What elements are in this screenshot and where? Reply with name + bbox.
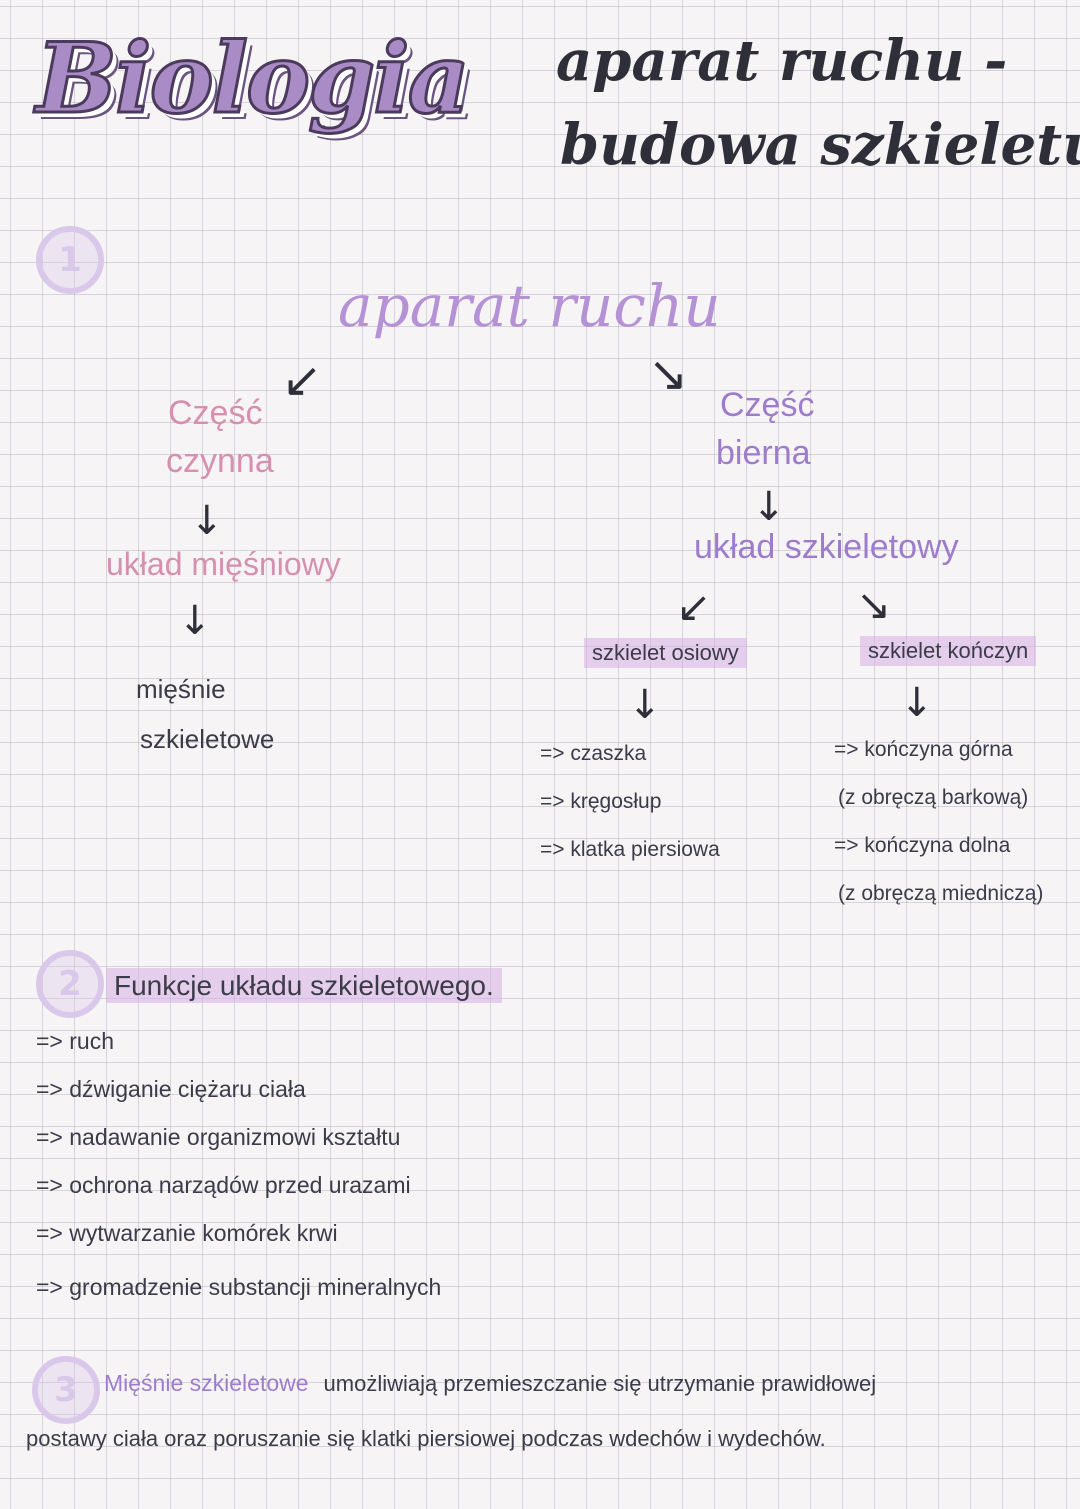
functions-heading: Funkcje układu szkieletowego. [106, 968, 502, 1003]
page-title: Biologia [35, 21, 472, 137]
limb-skeleton-title: szkielet kończyn [860, 636, 1037, 666]
arrow-down-icon: ↓ [752, 484, 786, 530]
topic-line-2: budowa szkieletu [560, 112, 1080, 178]
active-part-label-1: Część [168, 394, 263, 432]
arrow-to-active-part: ↙ [282, 352, 323, 408]
axial-item-2: => kręgosłup [540, 790, 662, 813]
skeletal-system: układ szkieletowy [694, 528, 959, 566]
limb-item-1: => kończyna górna [834, 738, 1013, 761]
function-item-3: => nadawanie organizmowi kształtu [36, 1124, 401, 1150]
section3-line-1-rest: umożliwiają przemieszczanie się utrzyman… [323, 1371, 877, 1396]
limb-item-2: (z obręczą barkową) [838, 786, 1029, 809]
muscles-line-1: mięśnie [136, 674, 226, 704]
limb-item-3: => kończyna dolna [834, 834, 1011, 857]
muscles-line-2: szkieletowe [140, 724, 275, 754]
section3-highlight: Mięśnie szkieletowe [104, 1370, 309, 1396]
function-item-6: => gromadzenie substancji mineralnych [36, 1274, 442, 1300]
arrow-down-icon: ↓ [628, 682, 662, 728]
section3-line-2: postawy ciała oraz poruszanie się klatki… [26, 1426, 826, 1451]
arrow-to-passive-part: ↘ [648, 346, 689, 402]
section-number-3: 3 [32, 1356, 100, 1424]
function-item-5: => wytwarzanie komórek krwi [36, 1220, 338, 1246]
function-item-4: => ochrona narządów przed urazami [36, 1172, 411, 1198]
function-item-2: => dźwiganie ciężaru ciała [36, 1076, 306, 1102]
arrow-down-icon: ↓ [900, 680, 934, 726]
limb-item-4: (z obręczą miedniczą) [838, 882, 1044, 905]
topic-line-1: aparat ruchu - [556, 28, 1008, 94]
function-item-1: => ruch [36, 1028, 114, 1054]
axial-skeleton-title: szkielet osiowy [584, 638, 747, 668]
functions-heading-text: Funkcje układu szkieletowego. [106, 968, 502, 1003]
arrow-to-axial: ↙ [676, 582, 712, 631]
axial-item-3: => klatka piersiowa [540, 838, 720, 861]
arrow-to-limbs: ↘ [856, 580, 892, 629]
arrow-down-icon: ↓ [178, 598, 212, 644]
section-number-1: 1 [36, 226, 104, 294]
arrow-down-icon: ↓ [190, 498, 224, 544]
muscle-system: układ mięśniowy [106, 546, 341, 582]
root-node: aparat ruchu [338, 272, 721, 340]
active-part-label-2: czynna [166, 442, 274, 480]
passive-part-label-1: Część [720, 386, 815, 424]
axial-item-1: => czaszka [540, 742, 647, 765]
section3-line-1: Mięśnie szkieletowe umożliwiają przemies… [104, 1370, 876, 1397]
passive-part-label-2: bierna [716, 434, 811, 472]
section-number-2: 2 [36, 950, 104, 1018]
